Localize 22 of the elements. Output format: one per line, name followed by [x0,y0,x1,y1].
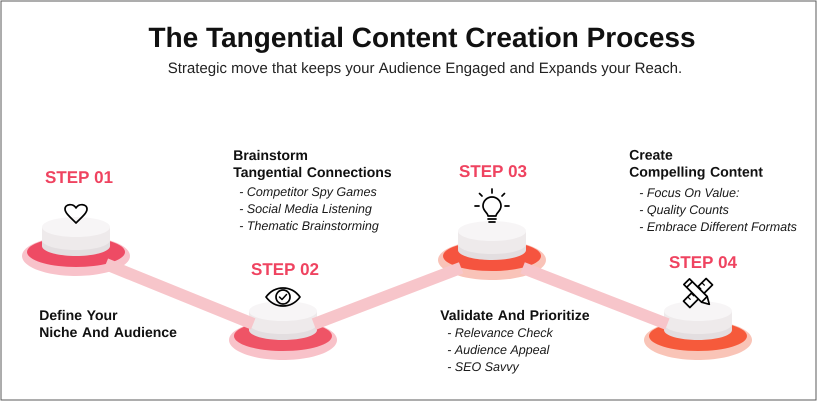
list-item: - Audience Appeal [448,344,550,357]
step-label: STEP 01 [45,171,113,184]
list-item: - Focus On Value: [640,188,739,198]
connector-band [312,262,464,330]
step-heading: Define Your Niche And Audience [40,310,176,338]
list-item: - Social Media Listening [240,204,372,216]
connector-band [104,258,256,330]
list-item: - SEO Savvy [448,362,520,374]
step-label: STEP 03 [459,165,526,178]
connector-band [520,262,670,330]
list-item: - Relevance Check [448,328,554,338]
title: The Tangential Content Creation Process [148,26,694,53]
step-heading: Create Compelling Content [630,150,763,180]
list-item: - Competitor Spy Games [240,186,376,199]
subtitle: Strategic move that keeps your Audience Engaged and Expands your Reach. [168,62,681,76]
step-label: STEP 04 [669,256,737,268]
step-heading: Validate And Prioritize [440,310,590,320]
list-item: - Embrace Different Formats [640,222,797,232]
list-item: - Quality Counts [640,204,729,217]
step-label: STEP 02 [251,263,318,276]
list-item: - Thematic Brainstorming [240,220,379,233]
step-heading: Brainstorm Tangential Connections [233,150,392,180]
